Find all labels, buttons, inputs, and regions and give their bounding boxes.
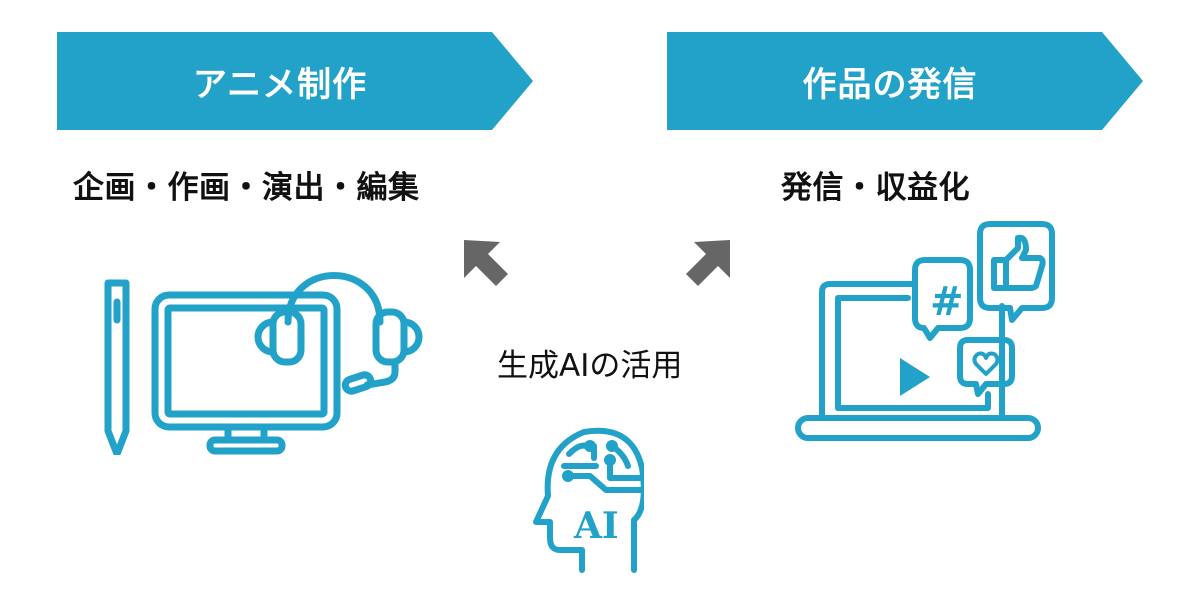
right-subtitle: 発信・収益化: [781, 170, 970, 206]
laptop-social-icon: #: [795, 221, 1055, 441]
svg-text:AI: AI: [573, 505, 619, 547]
chevron-banner-shape: [57, 32, 533, 130]
left-subtitle: 企画・作画・演出・編集: [73, 170, 420, 206]
chevron-banner-shape: [667, 32, 1143, 130]
center-label: 生成AIの活用: [497, 348, 683, 384]
svg-text:#: #: [930, 279, 964, 325]
banner-work-distribution: 作品の発信: [667, 32, 1143, 130]
banner-anime-production: アニメ制作: [57, 32, 533, 130]
banner-title: 作品の発信: [802, 64, 978, 105]
arrow-up-left-icon: [464, 240, 508, 286]
monitor-pen-headset-icon: [104, 272, 423, 455]
banner-title: アニメ制作: [192, 64, 368, 105]
arrow-up-right-icon: [686, 240, 730, 286]
ai-brain-head-icon: AI: [533, 427, 644, 573]
